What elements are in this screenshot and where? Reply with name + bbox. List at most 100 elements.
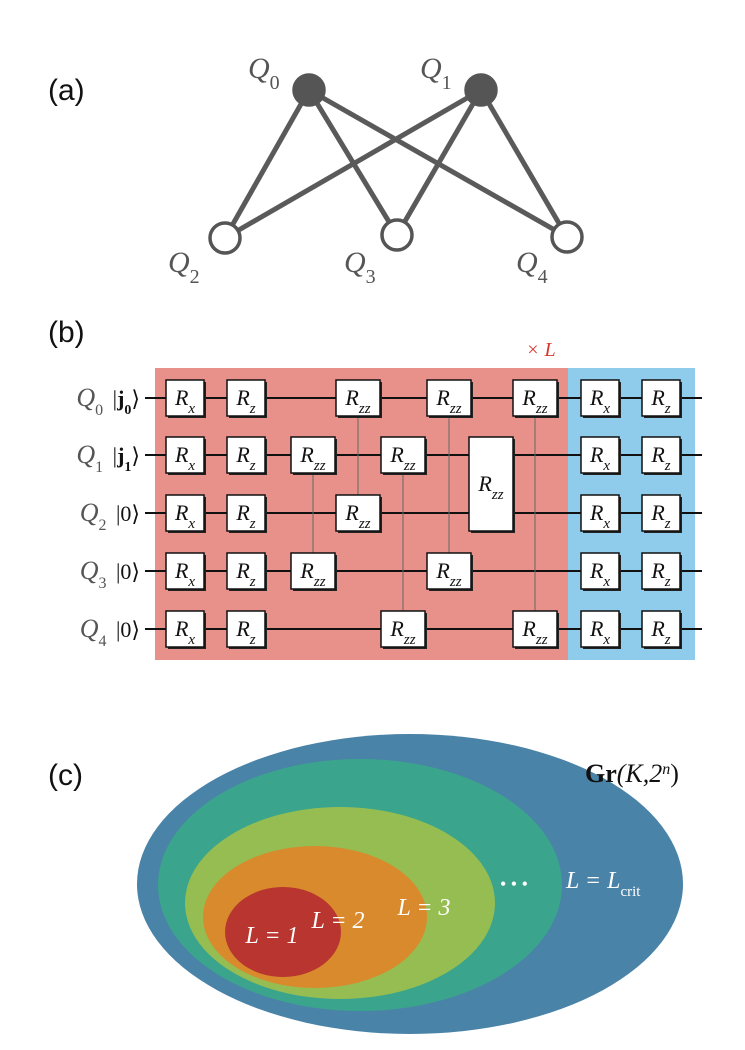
gate-rz-q2-c1: Rz (226, 494, 267, 533)
region-1 (225, 887, 341, 977)
gate-rzz-2-top: Rzz (380, 436, 427, 475)
region-label-3: L = 3 (396, 895, 450, 921)
gate-rzz-4-bottom-label: Rzz (521, 616, 547, 648)
grassmannian-title-bold: Gr (585, 759, 617, 788)
gate-rz-q0-final-label: Rz (650, 385, 670, 417)
gate-rx-q2-c1-label: Rx (174, 500, 195, 532)
gate-rzz-2-top-label: Rzz (389, 442, 415, 474)
node-label-Q0: Q0 (248, 52, 280, 94)
edge-Q1-Q4 (478, 88, 570, 239)
gate-rx-q0-final: Rx (580, 379, 621, 418)
gate-rzz-3-top: Rzz (426, 379, 473, 418)
panel-label-a: (a) (48, 74, 85, 107)
gate-rzz-4-top: Rzz (512, 379, 559, 418)
panel-label-b: (b) (48, 316, 85, 349)
node-label-Q2: Q2 (168, 246, 200, 288)
graph-edges (222, 87, 570, 241)
gate-rzz-1-top-label: Rzz (344, 385, 370, 417)
gate-rz-q3-final-label: Rz (650, 558, 670, 590)
ellipsis: • • • (500, 874, 528, 894)
grassmannian-title-sup: n (662, 761, 670, 778)
gate-rz-q4-final: Rz (641, 610, 682, 649)
gate-rzz-1-bottom: Rzz (335, 494, 382, 533)
gate-rzz-3-bottom: Rzz (426, 552, 473, 591)
edge-Q1-Q3 (394, 88, 484, 237)
node-Q0 (292, 73, 326, 107)
gate-rx-q3-c1: Rx (165, 552, 206, 591)
gate-rz-q0-final: Rz (641, 379, 682, 418)
gate-rx-q0-c1: Rx (165, 379, 206, 418)
grassmannian-title: Gr(K,2n) (585, 759, 679, 788)
gate-rzz-0-top: Rzz (290, 436, 337, 475)
graph-nodes (208, 73, 584, 255)
gate-rx-q1-final-label: Rx (589, 442, 610, 474)
gate-rz-q1-final: Rz (641, 436, 682, 475)
gate-rz-q4-c1-label: Rz (235, 616, 255, 648)
gate-rx-q2-c1: Rx (165, 494, 206, 533)
row-label-q4: Q4 |0⟩ (80, 614, 140, 650)
gate-rz-q0-c1: Rz (226, 379, 267, 418)
gate-rzz-4-bottom: Rzz (512, 610, 559, 649)
gate-rx-q3-final-label: Rx (589, 558, 610, 590)
gate-rzz-0-bottom: Rzz (290, 552, 337, 591)
row-label-q2: Q2 |0⟩ (80, 498, 140, 534)
gate-rz-q2-final-label: Rz (650, 500, 670, 532)
gate-rx-q4-final: Rx (580, 610, 621, 649)
gate-rz-q3-c1: Rz (226, 552, 267, 591)
gate-rz-q2-c1-label: Rz (235, 500, 255, 532)
node-Q3 (380, 218, 414, 252)
gate-rzz-3-top-label: Rzz (435, 385, 461, 417)
node-Q2 (208, 221, 242, 255)
gate-rx-q2-final: Rx (580, 494, 621, 533)
row-label-q3: Q3 |0⟩ (80, 556, 140, 592)
gate-rzz-2-bottom-label: Rzz (389, 616, 415, 648)
grassmannian-regions (137, 734, 683, 1034)
gate-rz-q0-c1-label: Rz (235, 385, 255, 417)
repeat-label: × L (526, 339, 556, 361)
gate-rx-q4-c1-label: Rx (174, 616, 195, 648)
gate-rx-q2-final-label: Rx (589, 500, 610, 532)
gate-rz-q4-final-label: Rz (650, 616, 670, 648)
gate-rzz-1-bottom-label: Rzz (344, 500, 370, 532)
panel-label-c: (c) (48, 759, 83, 792)
circuit-connectors (312, 416, 536, 611)
gate-rzz-4-top-label: Rzz (521, 385, 547, 417)
gate-rx-q3-c1-label: Rx (174, 558, 195, 590)
gate-rx-q0-c1-label: Rx (174, 385, 195, 417)
gate-rz-q1-c1: Rz (226, 436, 267, 475)
row-label-q1: Q1 |j1⟩ (76, 440, 140, 476)
gate-rzz-tall-label: Rzz (477, 471, 503, 503)
gate-rzz-0-top-label: Rzz (299, 442, 325, 474)
node-label-Q4: Q4 (516, 246, 548, 288)
gate-rx-q1-c1-label: Rx (174, 442, 195, 474)
grassmannian-title-close: ) (670, 759, 679, 788)
row-label-q0: Q0 |j0⟩ (76, 383, 140, 419)
gate-rx-q0-final-label: Rx (589, 385, 610, 417)
gate-rzz-3-bottom-label: Rzz (435, 558, 461, 590)
gate-rx-q4-final-label: Rx (589, 616, 610, 648)
gate-rz-q4-c1: Rz (226, 610, 267, 649)
edge-Q0-Q2 (222, 88, 312, 240)
gate-rzz-0-bottom-label: Rzz (299, 558, 325, 590)
gate-rx-q1-final: Rx (580, 436, 621, 475)
gate-rx-q1-c1: Rx (165, 436, 206, 475)
gate-rzz-2-bottom: Rzz (380, 610, 427, 649)
gate-rz-q3-final: Rz (641, 552, 682, 591)
gate-rz-q1-c1-label: Rz (235, 442, 255, 474)
node-Q1 (464, 73, 498, 107)
edge-Q1-Q2 (223, 87, 483, 241)
node-Q4 (550, 220, 584, 254)
gate-rx-q4-c1: Rx (165, 610, 206, 649)
gate-rz-q1-final-label: Rz (650, 442, 670, 474)
gate-rzz-tall: Rzz (468, 436, 515, 533)
region-label-2: L = 2 (310, 908, 364, 934)
node-label-Q3: Q3 (344, 246, 376, 288)
node-label-Q1: Q1 (420, 52, 452, 94)
gate-rzz-1-top: Rzz (335, 379, 382, 418)
circuit-row-labels: Q0 |j0⟩ Q1 |j1⟩ Q2 |0⟩ Q3 |0⟩ Q4 |0⟩ (76, 383, 140, 650)
gate-rz-q3-c1-label: Rz (235, 558, 255, 590)
